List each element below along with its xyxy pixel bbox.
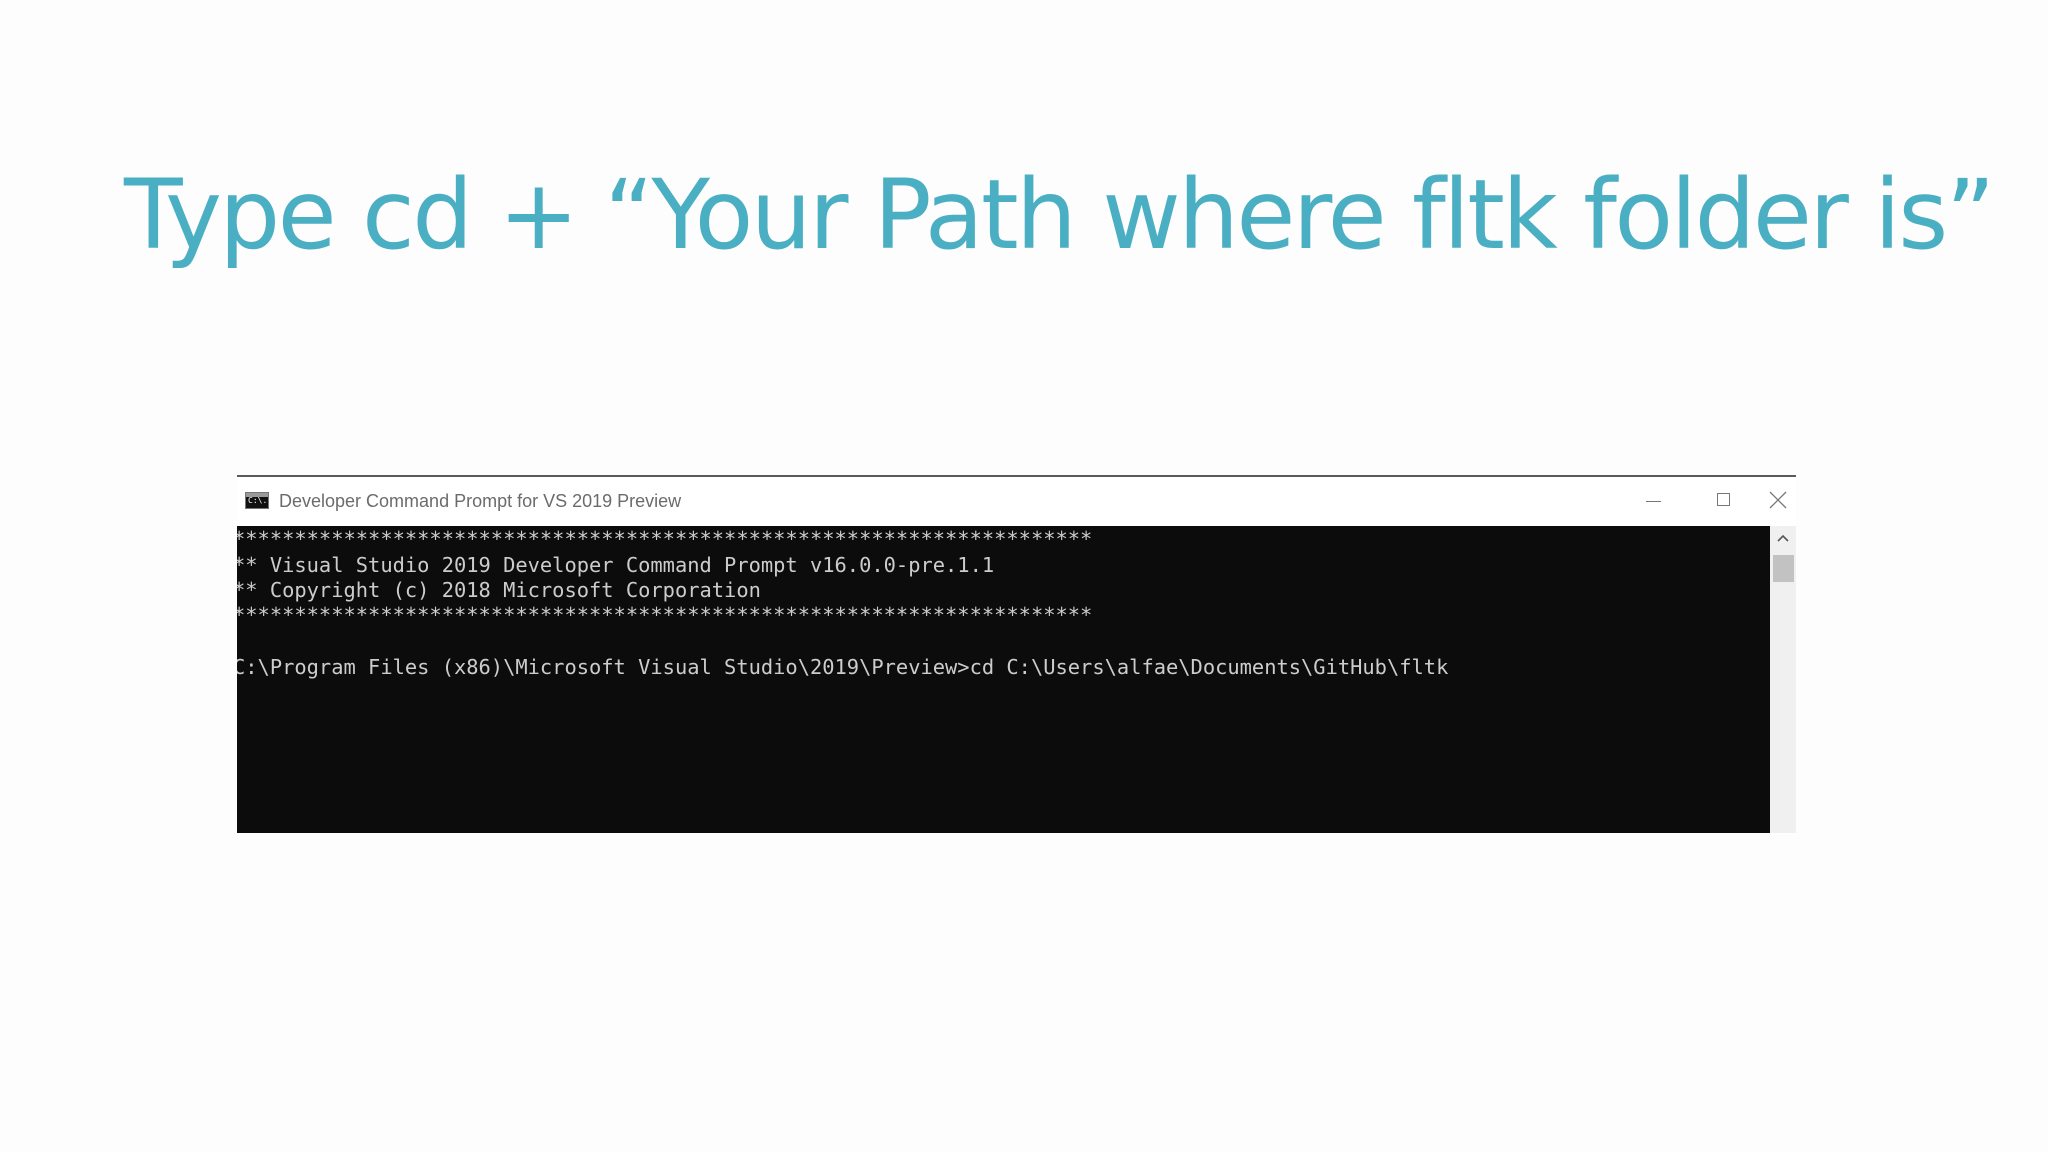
vertical-scrollbar[interactable] bbox=[1770, 526, 1796, 833]
scroll-thumb[interactable] bbox=[1773, 555, 1794, 582]
close-icon bbox=[1769, 491, 1787, 509]
window-titlebar[interactable]: C:\. Developer Command Prompt for VS 201… bbox=[237, 477, 1796, 526]
console-output[interactable]: ****************************************… bbox=[237, 526, 1770, 833]
cmd-icon-text: C:\. bbox=[248, 496, 268, 505]
slide-title: Type cd + “Your Path where fltk folder i… bbox=[124, 159, 1995, 271]
minimize-icon bbox=[1646, 501, 1661, 502]
command-input-line[interactable]: C:\Program Files (x86)\Microsoft Visual … bbox=[237, 655, 1449, 679]
maximize-button[interactable] bbox=[1689, 477, 1761, 522]
window-title: Developer Command Prompt for VS 2019 Pre… bbox=[279, 491, 682, 511]
command-prompt-window[interactable]: C:\. Developer Command Prompt for VS 201… bbox=[237, 475, 1796, 835]
cmd-icon-bar bbox=[246, 493, 268, 497]
chevron-up-icon bbox=[1777, 534, 1789, 542]
close-button[interactable] bbox=[1761, 477, 1796, 522]
console-line: ** Visual Studio 2019 Developer Command … bbox=[237, 553, 995, 577]
cmd-app-icon[interactable]: C:\. bbox=[245, 492, 269, 509]
console-line: ****************************************… bbox=[237, 527, 1093, 551]
maximize-icon bbox=[1717, 493, 1730, 506]
console-line: ** Copyright (c) 2018 Microsoft Corporat… bbox=[237, 578, 761, 602]
console-line: ****************************************… bbox=[237, 603, 1093, 627]
minimize-button[interactable] bbox=[1617, 477, 1689, 522]
scroll-up-button[interactable] bbox=[1770, 526, 1796, 552]
